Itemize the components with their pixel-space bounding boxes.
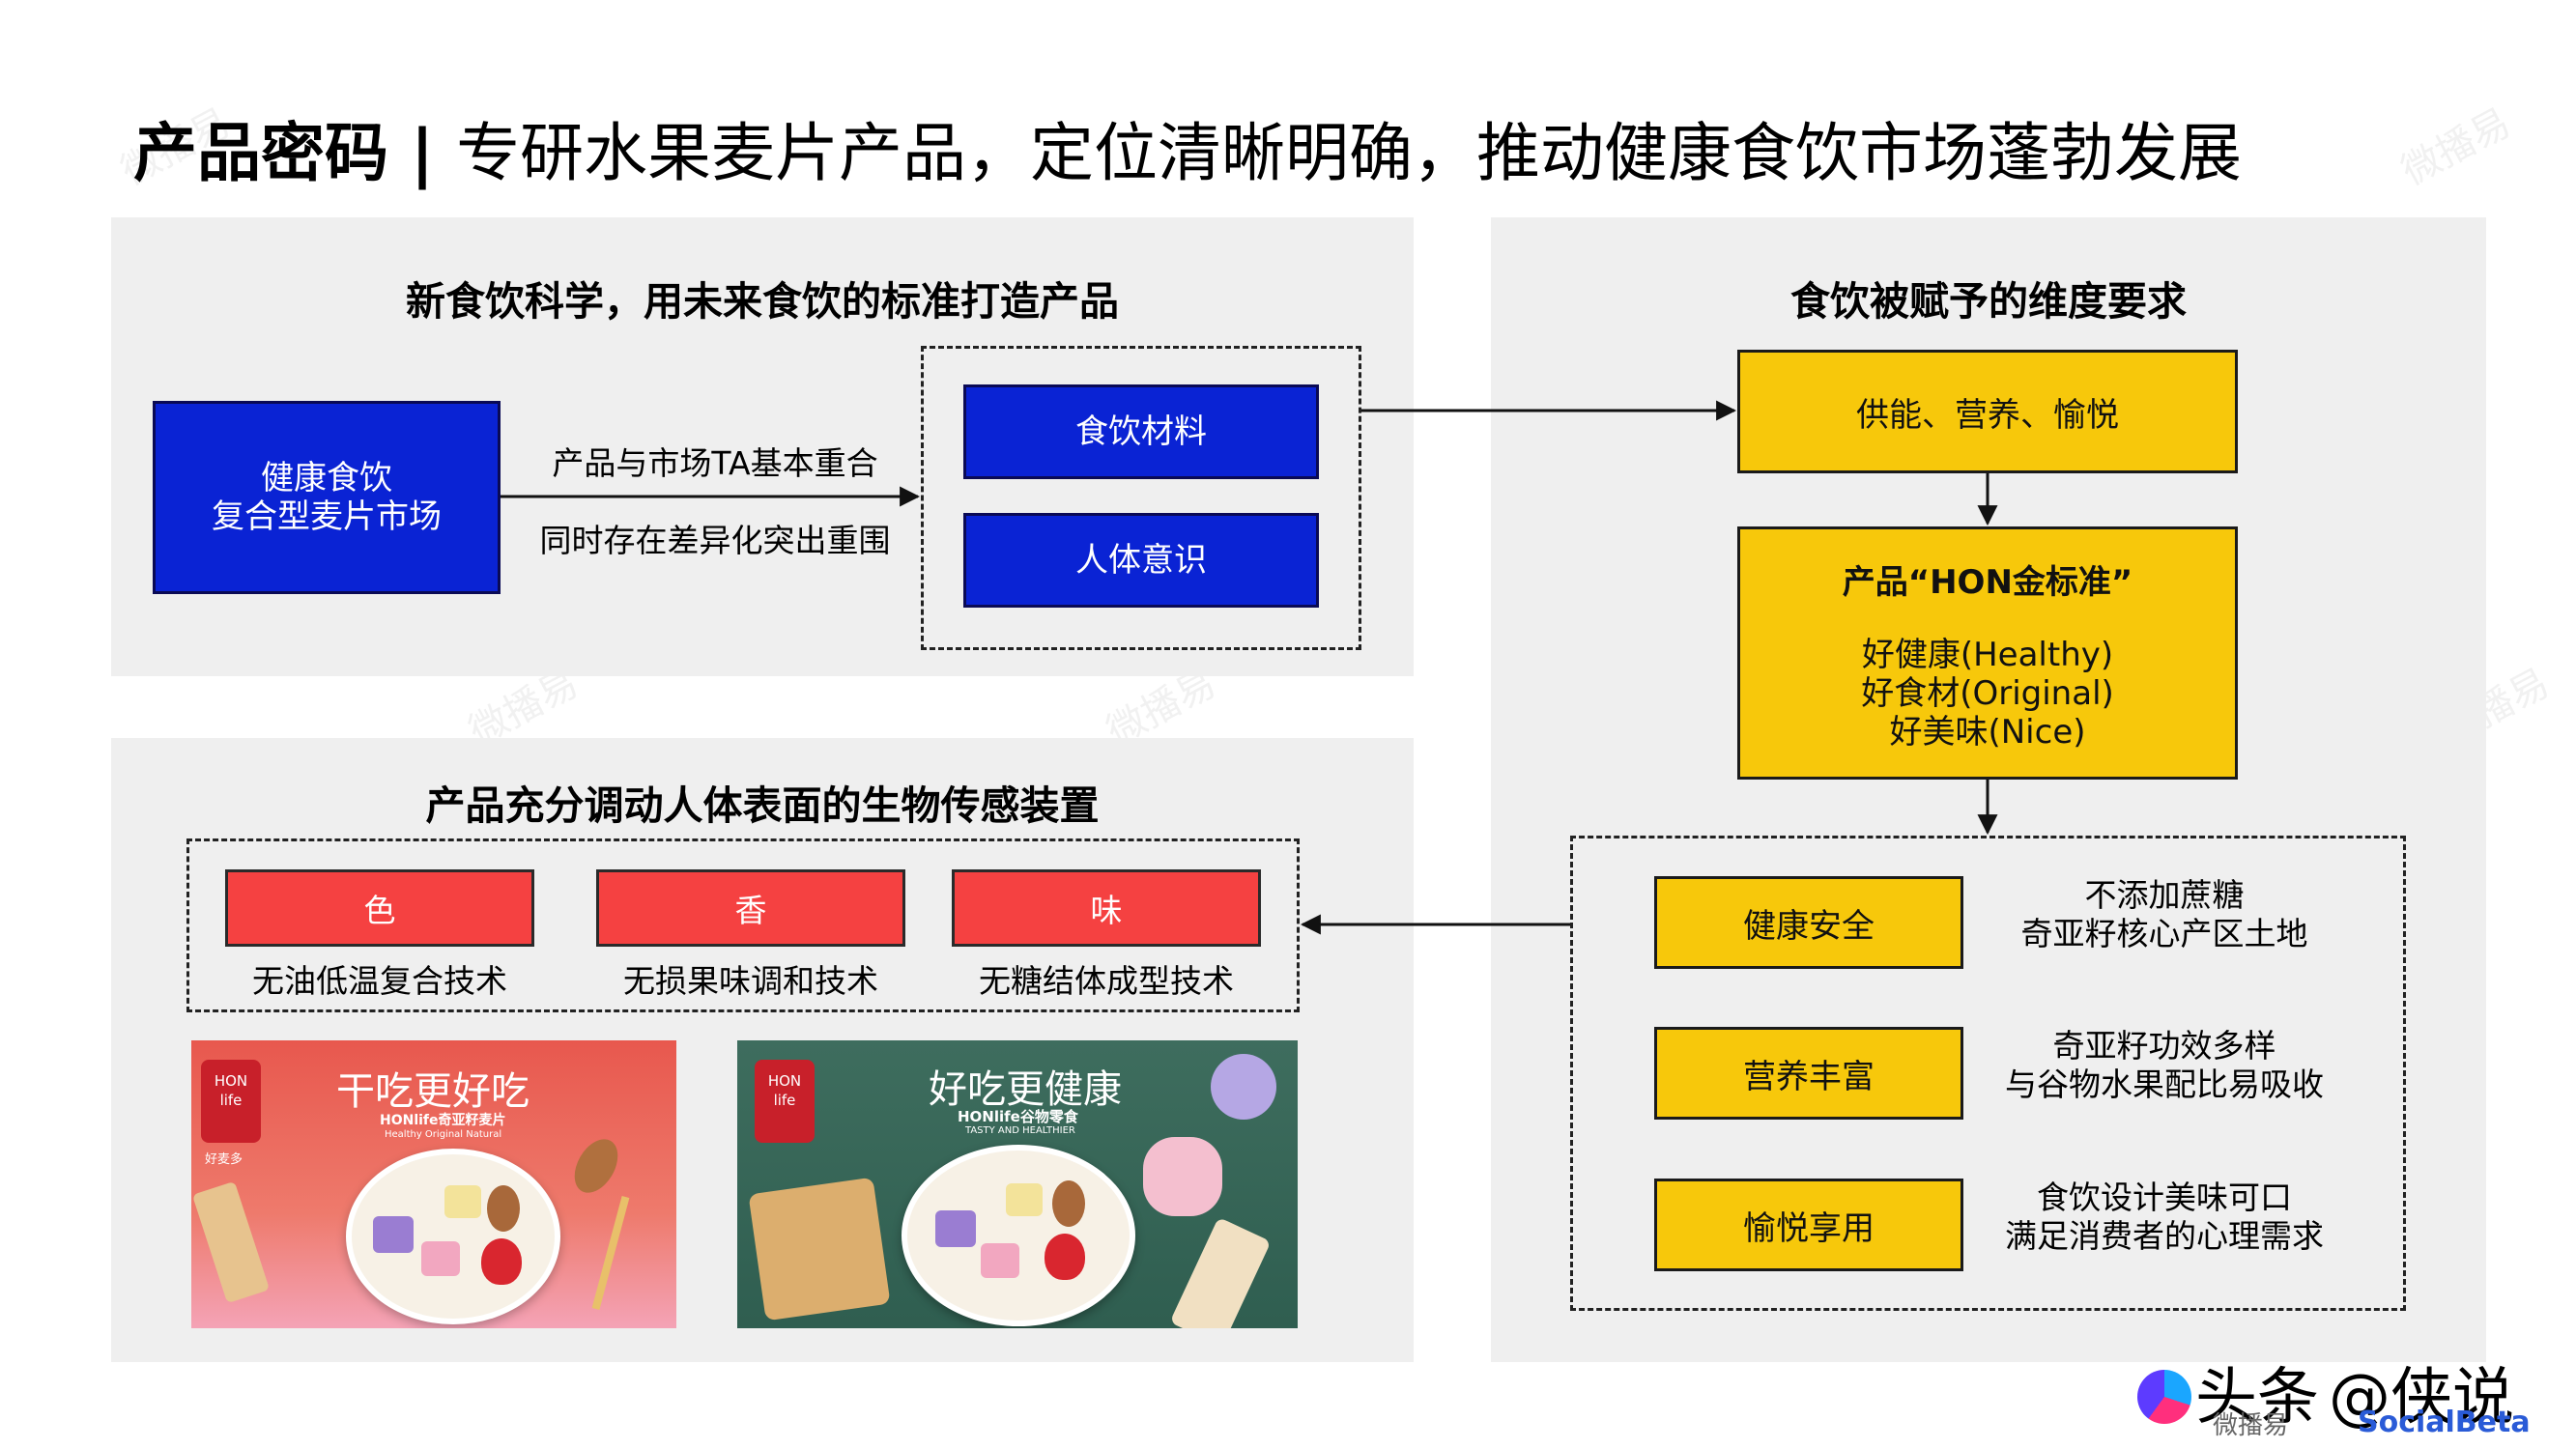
photo-product: HONlife奇亚籽麦片 (380, 1113, 506, 1128)
berry-snack-icon (1211, 1054, 1276, 1120)
strawberry-icon (481, 1238, 522, 1285)
photo-tagline: Healthy Original Natural (385, 1129, 502, 1140)
heading-left-top: 新食饮科学，用未来食饮的标准打造产品 (406, 278, 1119, 325)
market-box: 健康食饮 复合型麦片市场 (153, 401, 501, 594)
sense-tech-color: 无油低温复合技术 (252, 962, 507, 1000)
item-desc-line: 不添加蔗糖 (2084, 876, 2245, 914)
footer-author: @侠说 (2329, 1362, 2514, 1434)
title-bold: 产品密码 (133, 116, 388, 190)
photo-tagline: TASTY AND HEALTHIER (965, 1125, 1075, 1136)
standard-line: 好健康(Healthy) (1861, 635, 2114, 674)
sense-tech-taste: 无糖结体成型技术 (979, 962, 1234, 1000)
footer-play-icon (2137, 1370, 2191, 1424)
item-desc-line: 食饮设计美味可口 (2037, 1179, 2292, 1216)
sense-box-taste: 味 (952, 869, 1261, 947)
title-main: 专研水果麦片产品，定位清晰明确，推动健康食饮市场蓬勃发展 (456, 116, 2243, 190)
almond-icon (1052, 1180, 1085, 1227)
item-desc-nutrition: 奇亚籽功效多样 与谷物水果配比易吸收 (1981, 1027, 2348, 1104)
requirements-group (1570, 836, 2406, 1311)
fruit-cube-icon (1006, 1183, 1043, 1216)
market-line2: 复合型麦片市场 (212, 497, 442, 536)
standard-line: 好美味(Nice) (1889, 712, 2086, 752)
photo-product: HONlife谷物零食 (958, 1108, 1078, 1125)
sense-tech-aroma: 无损果味调和技术 (623, 962, 878, 1000)
factors-group (921, 346, 1361, 650)
footer-brand-cn: 微播易 (2213, 1411, 2289, 1440)
heading-left-bottom: 产品充分调动人体表面的生物传感装置 (425, 782, 1100, 829)
item-desc-line: 奇亚籽功效多样 (2052, 1027, 2276, 1065)
item-desc-health: 不添加蔗糖 奇亚籽核心产区土地 (1981, 876, 2348, 953)
logo-badge: HON life (755, 1060, 815, 1143)
item-box-nutrition: 营养丰富 (1654, 1027, 1963, 1120)
market-line1: 健康食饮 (261, 459, 392, 497)
logo-top: HON (767, 1072, 802, 1090)
logo-bottom: life (219, 1092, 243, 1109)
item-desc-line: 与谷物水果配比易吸收 (2005, 1065, 2324, 1103)
logo-badge: HON life (201, 1060, 261, 1143)
fruit-cube-icon (444, 1185, 481, 1218)
standard-title: 产品“HON金标准” (1842, 562, 2133, 602)
fruit-cube-icon (935, 1210, 976, 1247)
footer-platform: 头条 (2195, 1362, 2319, 1434)
standard-line: 好食材(Original) (1861, 673, 2114, 713)
product-photo-snack: HON life 好吃更健康 HONlife谷物零食 TASTY AND HEA… (737, 1040, 1298, 1328)
page-title: 产品密码 | 专研水果麦片产品，定位清晰明确，推动健康食饮市场蓬勃发展 (133, 101, 2242, 194)
material-box: 食饮材料 (963, 384, 1319, 479)
item-desc-line: 奇亚籽核心产区土地 (2020, 915, 2308, 952)
logo-top: HON (214, 1072, 248, 1090)
fruit-cube-icon (981, 1243, 1019, 1278)
awareness-box: 人体意识 (963, 513, 1319, 608)
standard-box: 产品“HON金标准” 好健康(Healthy) 好食材(Original) 好美… (1737, 526, 2238, 780)
brand-name: 好麦多 (205, 1152, 243, 1167)
heading-right: 食饮被赋予的维度要求 (1790, 278, 2187, 325)
product-photo-cereal: HON life 好麦多 干吃更好吃 HONlife奇亚籽麦片 Healthy … (191, 1040, 676, 1328)
senses-group (186, 838, 1300, 1012)
sense-box-aroma: 香 (596, 869, 905, 947)
item-desc-line: 满足消费者的心理需求 (2005, 1217, 2324, 1255)
fruit-cube-icon (373, 1216, 414, 1253)
photo-slogan: 干吃更好吃 (336, 1069, 530, 1114)
title-separator: | (388, 116, 457, 190)
flower-snack-icon (1143, 1137, 1222, 1216)
item-box-health: 健康安全 (1654, 876, 1963, 969)
almond-icon (487, 1185, 520, 1232)
strawberry-icon (1045, 1234, 1085, 1280)
dimension-box: 供能、营养、愉悦 (1737, 350, 2238, 473)
fruit-cube-icon (421, 1241, 460, 1276)
item-box-pleasure: 愉悦享用 (1654, 1179, 1963, 1271)
arrow-top-label: 产品与市场TA基本重合 (552, 444, 878, 482)
logo-bottom: life (773, 1092, 796, 1109)
item-desc-pleasure: 食饮设计美味可口 满足消费者的心理需求 (1981, 1179, 2348, 1256)
photo-slogan: 好吃更健康 (929, 1067, 1122, 1112)
footer-brand-en: SocialBeta (2358, 1406, 2531, 1439)
arrow-bottom-label: 同时存在差异化突出重围 (539, 522, 891, 559)
sense-box-color: 色 (225, 869, 534, 947)
